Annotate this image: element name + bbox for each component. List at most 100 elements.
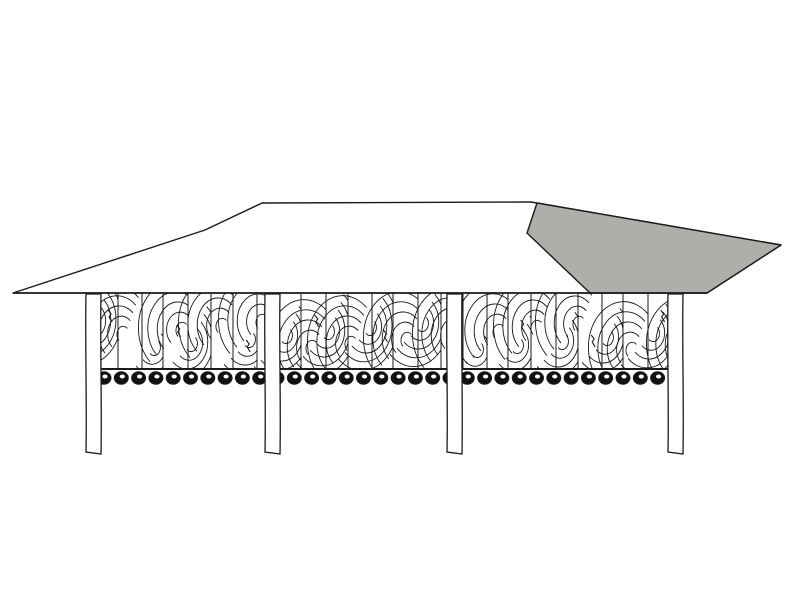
wood-grain-line bbox=[530, 319, 542, 335]
log-end bbox=[615, 371, 631, 385]
wood-grain-line bbox=[166, 311, 190, 343]
log-end-core bbox=[171, 374, 177, 379]
wood-grain-line bbox=[472, 343, 484, 358]
wood-grain-line bbox=[512, 339, 524, 354]
wood-grain-line bbox=[534, 292, 548, 356]
wood-grain-line bbox=[335, 325, 359, 357]
wood-grain-line bbox=[365, 321, 377, 336]
log-end-core bbox=[569, 374, 575, 379]
log-end bbox=[183, 371, 198, 385]
wood-grain-line bbox=[206, 307, 230, 339]
wood-grain-line bbox=[521, 309, 545, 341]
wood-crack-mark bbox=[107, 309, 113, 323]
wood-grain-line bbox=[286, 319, 323, 368]
wood-grain-line bbox=[587, 301, 648, 370]
wood-grain-line bbox=[648, 327, 660, 342]
wood-grain-line bbox=[483, 313, 507, 345]
log-end-core bbox=[188, 374, 195, 379]
wood-grain-line bbox=[572, 315, 584, 331]
wood-grain-line bbox=[137, 292, 198, 362]
log-end-core bbox=[327, 374, 333, 379]
log-end bbox=[373, 371, 389, 385]
log-end bbox=[131, 371, 147, 385]
log-end bbox=[477, 371, 493, 385]
wood-crack-mark bbox=[383, 329, 389, 343]
wood-grain-line bbox=[92, 292, 117, 356]
log-end-core bbox=[292, 374, 298, 379]
log-end bbox=[165, 371, 181, 385]
wood-grain-line bbox=[107, 315, 131, 347]
wood-grain-line bbox=[186, 337, 198, 352]
wood-grain-line bbox=[411, 292, 472, 368]
wood-grain-line bbox=[602, 331, 614, 346]
wood-grain-line bbox=[410, 309, 435, 341]
log-end bbox=[234, 371, 250, 385]
log-end-core bbox=[119, 374, 125, 379]
plank-board bbox=[530, 292, 557, 370]
wood-crack-mark bbox=[245, 339, 251, 353]
wood-grain-line bbox=[464, 293, 513, 358]
log-end-core bbox=[379, 374, 385, 379]
log-end-core bbox=[517, 374, 523, 379]
log-end bbox=[407, 371, 423, 385]
log-end bbox=[598, 371, 614, 385]
wood-grain-line bbox=[550, 327, 575, 359]
wood-grain-line bbox=[175, 321, 187, 337]
wood-grain-line bbox=[597, 311, 646, 370]
log-end bbox=[563, 371, 579, 385]
wood-grain-line bbox=[625, 341, 637, 357]
support-post bbox=[264, 293, 281, 455]
log-end-core bbox=[483, 374, 489, 379]
wood-crack-mark bbox=[314, 314, 320, 328]
log-end bbox=[546, 371, 562, 385]
plank bbox=[492, 292, 557, 370]
wood-grain-line bbox=[502, 292, 551, 354]
log-end-core bbox=[310, 374, 316, 379]
wood-grain-line bbox=[492, 292, 506, 360]
wood-grain-line bbox=[156, 301, 193, 350]
support-post bbox=[85, 293, 102, 455]
log-end bbox=[632, 371, 648, 385]
plank-board bbox=[507, 292, 532, 370]
wood-grain-line bbox=[179, 329, 204, 361]
log-end-core bbox=[621, 374, 627, 379]
wood-grain-line bbox=[543, 319, 580, 368]
wood-grain-line bbox=[215, 317, 227, 333]
plank-board bbox=[392, 292, 419, 370]
log-end-core bbox=[552, 374, 558, 379]
wood-grain-line bbox=[149, 341, 161, 356]
wood-grain-line bbox=[281, 329, 293, 344]
log-end bbox=[321, 371, 337, 385]
wood-grain-line bbox=[187, 292, 236, 352]
wood-grain-line bbox=[588, 315, 625, 364]
wood-grain-line bbox=[381, 311, 418, 360]
wood-grain-line bbox=[309, 309, 346, 358]
plank-board bbox=[141, 292, 164, 370]
log-end-row bbox=[96, 371, 666, 385]
log-end-core bbox=[465, 374, 471, 379]
plank-board bbox=[210, 292, 234, 370]
wood-grain-line bbox=[563, 305, 587, 337]
log-end bbox=[650, 371, 666, 385]
wood-grain-line bbox=[616, 331, 640, 363]
plank-board bbox=[117, 292, 143, 370]
wood-grain-line bbox=[372, 301, 421, 366]
wood-grain-line bbox=[403, 301, 440, 350]
wood-grain-line bbox=[473, 303, 510, 352]
log-end bbox=[304, 371, 320, 385]
log-end-core bbox=[258, 374, 264, 379]
log-end-core bbox=[102, 374, 108, 379]
log-end-core bbox=[431, 374, 437, 379]
log-end-core bbox=[344, 374, 350, 379]
wood-grain-line bbox=[645, 297, 676, 370]
wood-grain-line bbox=[344, 335, 356, 351]
log-end bbox=[286, 371, 302, 385]
log-end-core bbox=[240, 374, 246, 379]
hip-roof bbox=[12, 201, 782, 294]
log-end-core bbox=[500, 374, 506, 379]
log-end bbox=[356, 371, 371, 385]
wood-grain-line bbox=[557, 335, 569, 350]
log-end-core bbox=[413, 374, 419, 379]
